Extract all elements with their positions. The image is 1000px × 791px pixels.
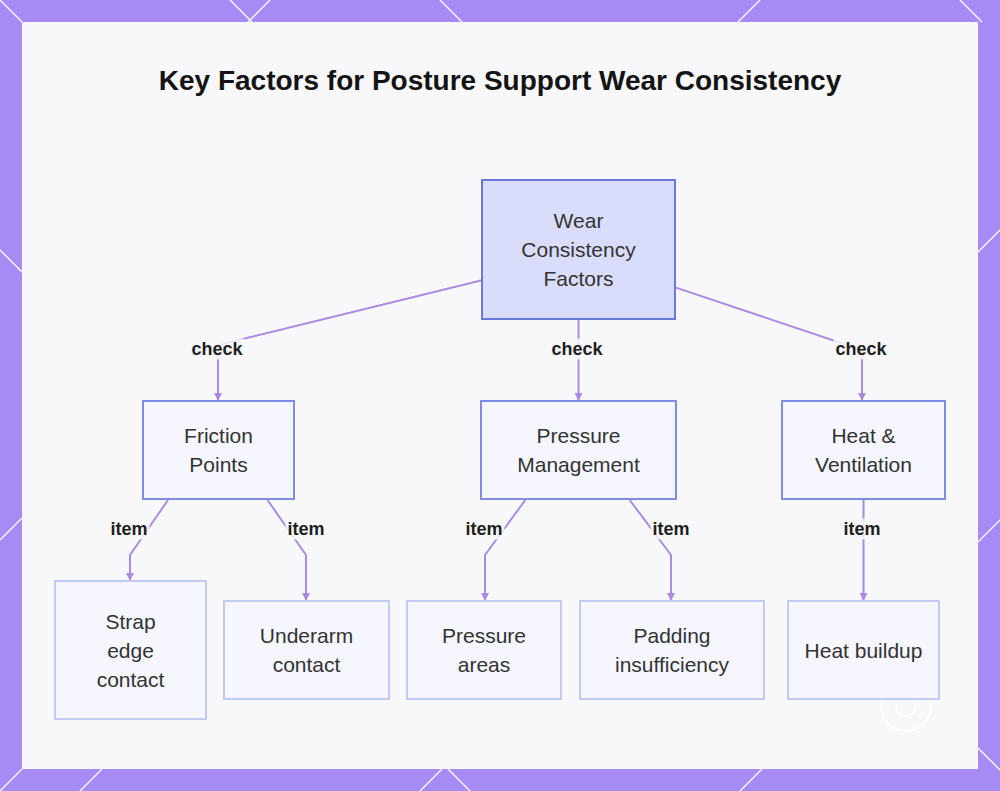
connector-line — [485, 500, 525, 600]
node-text-group: Underarm contact — [233, 621, 380, 679]
node-label: Friction Points — [154, 421, 284, 479]
node-text-group: Friction Points — [154, 421, 284, 479]
node-text-group: Padding insufficiency — [589, 621, 755, 679]
node-label: Underarm contact — [233, 621, 380, 679]
item-box: Heat buildup — [787, 600, 940, 700]
diagram-title: Key Factors for Posture Support Wear Con… — [150, 62, 850, 100]
edge-label: check — [189, 339, 244, 360]
connector-line — [268, 500, 307, 600]
node-text-group: Wear Consistency Factors — [499, 206, 659, 293]
node-label: Heat buildup — [805, 636, 923, 665]
edge-label: check — [549, 339, 604, 360]
item-box: Underarm contact — [223, 600, 390, 700]
edge-label: item — [650, 519, 691, 540]
node-label: Pressure areas — [419, 621, 549, 679]
edge-label: item — [463, 519, 504, 540]
node-text-group: Heat & Ventilation — [794, 421, 934, 479]
node-label: Wear Consistency Factors — [499, 206, 659, 293]
connector-line — [130, 500, 168, 580]
node-text-group: Pressure areas — [419, 621, 549, 679]
node-text-group: Heat buildup — [805, 636, 923, 665]
node-text-group: Strap edge contact — [81, 607, 181, 694]
node-text-group: Pressure Management — [494, 421, 664, 479]
item-box: Padding insufficiency — [579, 600, 765, 700]
edge-label: item — [841, 519, 882, 540]
item-box: Strap edge contact — [54, 580, 207, 720]
connector-line — [630, 500, 671, 600]
node-label: Strap edge contact — [81, 607, 181, 694]
node-label: Pressure Management — [494, 421, 664, 479]
connector-line — [218, 281, 481, 401]
edge-label: item — [108, 519, 149, 540]
category-box: Friction Points — [142, 400, 295, 500]
root-box: Wear Consistency Factors — [481, 179, 676, 320]
node-label: Heat & Ventilation — [794, 421, 934, 479]
connector-line — [863, 500, 865, 600]
edge-label: item — [285, 519, 326, 540]
content-panel — [22, 22, 978, 769]
edge-label: check — [833, 339, 888, 360]
item-box: Pressure areas — [406, 600, 562, 700]
category-box: Heat & Ventilation — [781, 400, 946, 500]
node-label: Padding insufficiency — [589, 621, 755, 679]
connector-line — [578, 320, 580, 400]
category-box: Pressure Management — [480, 400, 677, 500]
